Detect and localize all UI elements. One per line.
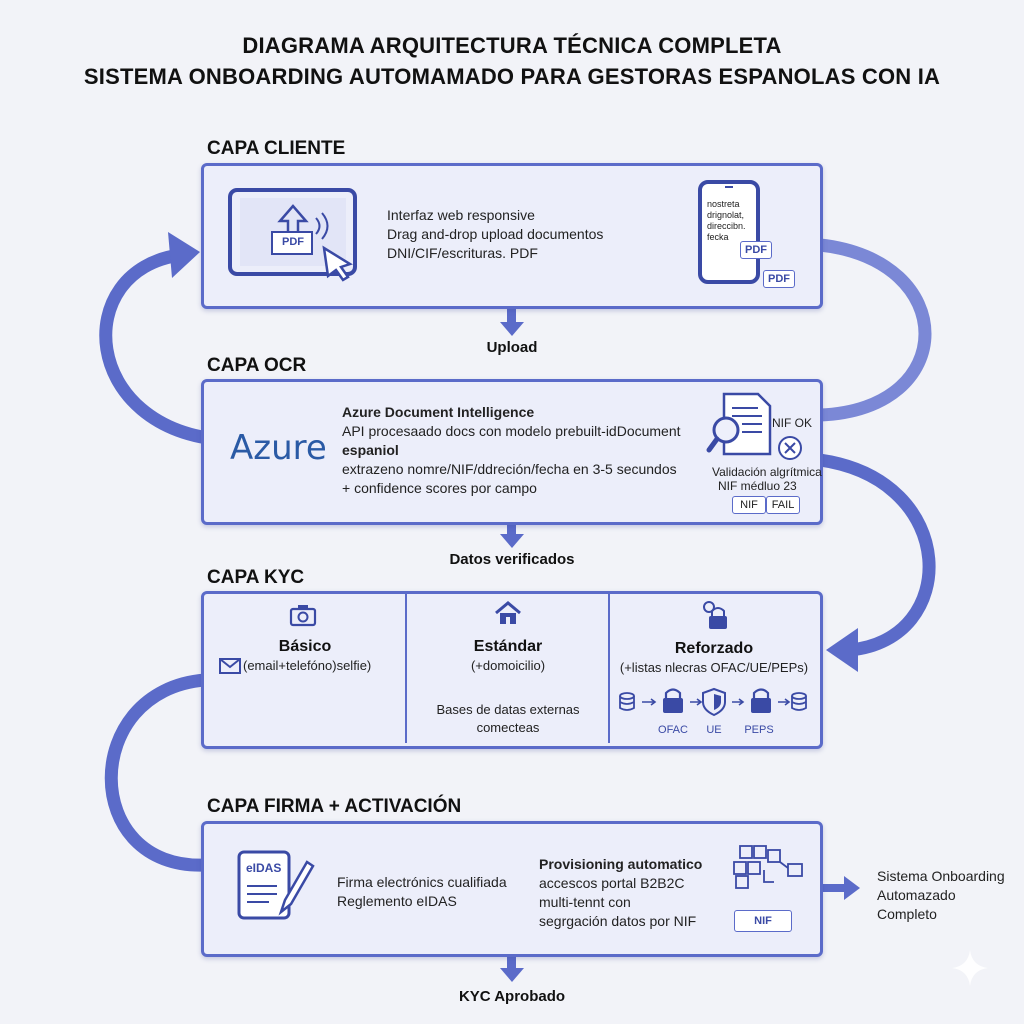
- house-icon: [495, 601, 521, 624]
- loop-arrow-left-top: [99, 248, 232, 447]
- title-line-2: SISTEMA ONBOARDING AUTOMAMADO PARA GESTO…: [83, 64, 941, 89]
- cubes-network-icon: [733, 845, 803, 889]
- screening-chain: [619, 687, 807, 717]
- ocr-line-3: extrazeno nomre/NIF/ddreción/fecha en 3-…: [342, 461, 677, 477]
- eidas-tag: eIDAS: [246, 861, 282, 875]
- nif-tag-ocr: NIF: [732, 496, 766, 514]
- lock-person-icon: [703, 601, 727, 629]
- flow-label-kyc-aprobado: KYC Aprobado: [458, 988, 566, 1005]
- layer-label-ocr: CAPA OCR: [207, 355, 307, 376]
- phone-text: nostreta drignolat, direccibn. fecka: [707, 199, 746, 243]
- firma-sign-2: Reglemento eIDAS: [337, 893, 457, 909]
- fail-tag: FAIL: [766, 496, 800, 514]
- phone-pdf-tag-2: PDF: [763, 270, 795, 288]
- kyc-estandar-note-2: comecteas: [476, 720, 540, 735]
- list-peps: PEPS: [744, 724, 774, 736]
- flow-label-upload: Upload: [486, 339, 538, 356]
- loop-arrow-right-top: [813, 238, 932, 422]
- kyc-divider-1: [405, 594, 407, 743]
- output-text: Sistema Onboarding Automazado Completo: [877, 867, 1005, 924]
- loop-arrow-left-bottom: [104, 673, 212, 872]
- layer-label-cliente: CAPA CLIENTE: [207, 138, 346, 159]
- lock-icon-ofac: [663, 688, 683, 713]
- phone-pdf-tag-1: PDF: [740, 241, 772, 259]
- output-arrow: [844, 876, 860, 900]
- kyc-estandar-note-1: Bases de datas externas: [436, 702, 580, 717]
- list-ue: UE: [706, 724, 722, 736]
- ocr-heading: Azure Document Intelligence: [342, 404, 535, 420]
- ocr-line-4: + confidence scores por campo: [342, 480, 537, 496]
- prov-line-1: accescos portal B2B2C: [539, 875, 685, 891]
- down-arrow-2: [500, 534, 524, 548]
- ocr-line-1: API procesaado docs con modelo prebuilt-…: [342, 423, 681, 439]
- document-magnifier-icon: [706, 392, 802, 460]
- kyc-basico-title: Básico: [278, 638, 332, 655]
- cliente-desc-3: DNI/CIF/escrituras. PDF: [387, 245, 538, 261]
- down-arrow-3: [500, 968, 524, 982]
- panel-firma: [201, 821, 823, 957]
- layer-label-firma: CAPA FIRMA + ACTIVACIÓN: [207, 796, 462, 817]
- nif-tag-firma: NIF: [734, 910, 792, 932]
- prov-line-3: segrgación datos por NIF: [539, 913, 697, 929]
- lock-icon-peps: [751, 688, 771, 713]
- azure-logo: Azure: [230, 428, 327, 468]
- loop-arrowhead-left-top: [168, 232, 200, 278]
- down-arrow-1: [500, 322, 524, 336]
- validation-line-1: Validación algrítmica: [712, 465, 822, 479]
- eidas-document-icon: [237, 850, 315, 920]
- nif-ok-label: NIF OK: [772, 416, 813, 430]
- database-icon-left: [619, 692, 635, 711]
- phone-text-1: nostreta: [707, 199, 740, 209]
- layer-label-kyc: CAPA KYC: [207, 567, 305, 588]
- kyc-reforzado-title: Reforzado: [674, 640, 754, 657]
- loop-arrowhead-right-mid: [826, 628, 858, 672]
- validation-line-2: NIF médluo 23: [718, 479, 797, 493]
- flow-label-datos: Datos verificados: [449, 551, 575, 568]
- tablet-upload-icon: [228, 188, 357, 282]
- shield-icon-ue: [702, 687, 726, 717]
- output-line-1: Sistema Onboarding: [877, 868, 1005, 884]
- email-icon: [219, 658, 241, 674]
- ocr-line-2: espaniol: [342, 442, 399, 458]
- prov-line-2: multi-tennt con: [539, 894, 631, 910]
- list-ofac: OFAC: [658, 724, 688, 736]
- kyc-estandar-sub: (+domoicilio): [470, 658, 546, 673]
- panel-ocr: [201, 379, 823, 525]
- kyc-divider-2: [608, 594, 610, 743]
- kyc-basico-sub: (email+telefóno)selfie): [243, 658, 372, 673]
- camera-icon: [289, 605, 317, 627]
- database-icon-right: [791, 692, 807, 711]
- cliente-desc-1: Interfaz web responsive: [387, 207, 535, 223]
- sparkle-icon: [952, 950, 988, 986]
- loop-arrow-right-mid: [813, 453, 936, 657]
- kyc-reforzado-sub: (+listas nlecras OFAC/UE/PEPs): [619, 660, 809, 675]
- firma-sign-1: Firma electrónics cualifiada: [337, 874, 507, 890]
- prov-title: Provisioning automatico: [539, 856, 703, 872]
- output-line-3: Completo: [877, 906, 937, 922]
- pdf-tag-tablet: PDF: [282, 236, 304, 248]
- phone-text-3: direccibn.: [707, 221, 746, 231]
- output-line-2: Automazado: [877, 887, 956, 903]
- phone-text-4: fecka: [707, 232, 729, 242]
- cliente-desc-2: Drag and-drop upload documentos: [387, 226, 604, 242]
- title-line-1: DIAGRAMA ARQUITECTURA TÉCNICA COMPLETA: [242, 33, 782, 58]
- phone-text-2: drignolat,: [707, 210, 745, 220]
- kyc-estandar-title: Estándar: [473, 638, 543, 655]
